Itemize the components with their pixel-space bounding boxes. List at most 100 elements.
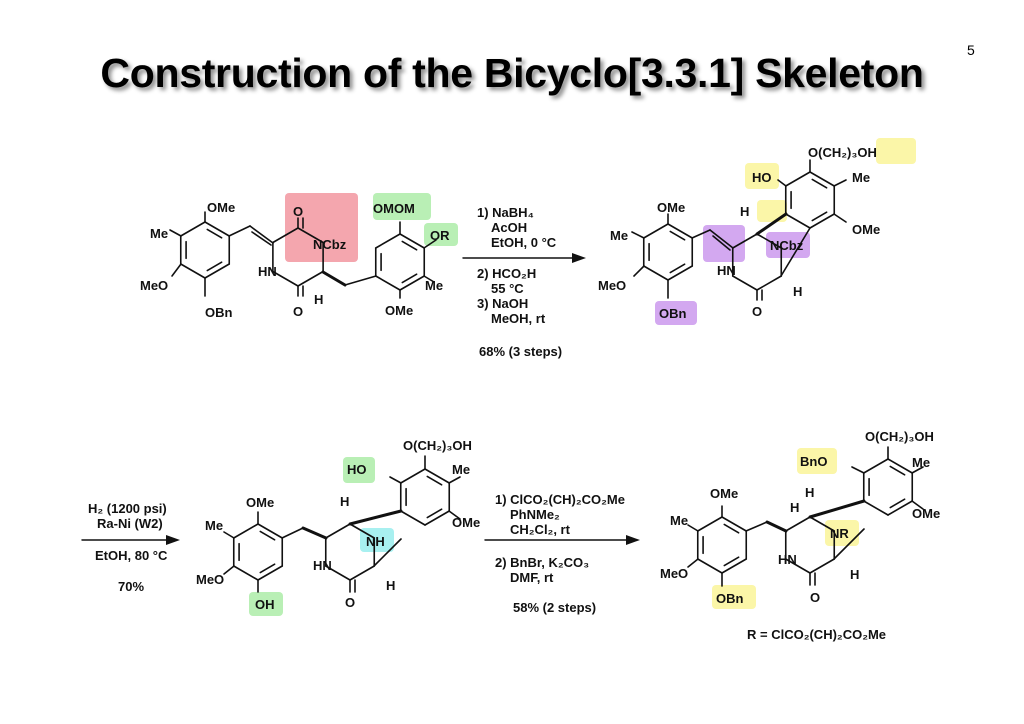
- ring-bond: [784, 171, 811, 187]
- ring-bond: [424, 510, 451, 526]
- compound3-label: O: [345, 595, 355, 610]
- compound4-label: OBn: [716, 591, 744, 606]
- highlight-oh-3: [249, 592, 283, 616]
- compound3-label: OMe: [246, 495, 274, 510]
- ring-bond: [399, 510, 426, 526]
- highlight-dkp-carbonyl: [285, 193, 358, 262]
- aromatic-double-bond: [669, 263, 686, 274]
- bond: [249, 225, 274, 244]
- compound1-label: OR: [430, 228, 450, 243]
- bond: [348, 509, 403, 526]
- bond: [171, 263, 182, 277]
- step1-reagent: 3) NaOH: [477, 296, 528, 311]
- compound3-label: O(CH₂)₃OH: [403, 438, 472, 453]
- compound2-label: OMe: [657, 200, 685, 215]
- compound4-label: OMe: [710, 486, 738, 501]
- ring-bond: [756, 233, 783, 249]
- bond: [911, 466, 924, 474]
- compound2-label: HN: [717, 263, 736, 278]
- ring-bond: [399, 275, 426, 291]
- aromatic-double-bond: [401, 240, 418, 251]
- aromatic-double-bond: [889, 465, 906, 476]
- step2-yield: 70%: [118, 579, 144, 594]
- ring-bond: [731, 233, 758, 249]
- ring-bond: [809, 171, 836, 187]
- ring-bond: [257, 565, 284, 581]
- aromatic-double-bond: [723, 523, 740, 534]
- step3-reagent: 1) ClCO₂(CH)₂CO₂Me: [495, 492, 625, 507]
- ring-bond: [399, 233, 426, 249]
- compound2-label: OBn: [659, 306, 687, 321]
- arrow-step2-head: [166, 535, 180, 545]
- compound3-label: HO: [347, 462, 367, 477]
- step3-reagent: CH₂Cl₂, rt: [510, 522, 571, 537]
- compound1-label: H: [314, 292, 323, 307]
- compound4-label: H: [805, 485, 814, 500]
- ring-bond: [204, 263, 231, 279]
- compound3-label: Me: [205, 518, 223, 533]
- compound4-label: MeO: [660, 566, 688, 581]
- ring-bond: [862, 500, 889, 516]
- ring-bond: [696, 516, 723, 532]
- compound1-label: Me: [150, 226, 168, 241]
- aromatic-double-bond: [206, 228, 223, 239]
- ring-bond: [721, 516, 748, 532]
- compound3-label: H: [386, 578, 395, 593]
- aromatic-double-bond: [889, 498, 906, 509]
- ring-bond: [809, 213, 836, 229]
- aromatic-double-bond: [401, 273, 418, 284]
- ring-bond: [179, 221, 206, 237]
- compound1-label: MeO: [140, 278, 168, 293]
- bond: [691, 229, 711, 239]
- compound1-label: NCbz: [313, 237, 347, 252]
- bond: [423, 275, 435, 283]
- step1-yield: 68% (3 steps): [479, 344, 562, 359]
- ring-bond: [667, 265, 694, 281]
- compound1-label: O: [293, 304, 303, 319]
- bond: [251, 231, 272, 246]
- compound2-label: NCbz: [770, 238, 804, 253]
- bond: [389, 476, 402, 484]
- ring-bond: [257, 523, 284, 539]
- compound1-label: HN: [258, 264, 277, 279]
- ring-bond: [887, 500, 914, 516]
- bond: [423, 239, 437, 249]
- bond: [301, 526, 328, 540]
- bond: [765, 520, 788, 533]
- highlight-omom: [373, 193, 431, 220]
- bond: [780, 227, 811, 277]
- compound3-label: MeO: [196, 572, 224, 587]
- bond: [687, 558, 699, 568]
- compound3-label: OH: [255, 597, 275, 612]
- bond: [911, 500, 924, 510]
- ring-bond: [784, 213, 811, 229]
- bond: [448, 510, 461, 520]
- aromatic-double-bond: [811, 178, 828, 189]
- ring-bond: [349, 523, 376, 539]
- ring-bond: [721, 558, 748, 574]
- highlight-hydroxypropyl: [876, 138, 916, 164]
- compound1-label: OMOM: [373, 201, 415, 216]
- compound4-label: HN: [778, 552, 797, 567]
- step2-reagent: Ra-Ni (W2): [97, 516, 163, 531]
- ring-bond: [424, 468, 451, 484]
- ring-bond: [272, 227, 299, 244]
- compound4-label: OMe: [912, 506, 940, 521]
- ring-bond: [642, 265, 669, 281]
- ring-bond: [756, 275, 783, 291]
- bond: [223, 531, 235, 539]
- highlight-ncbz: [766, 232, 810, 258]
- step3-reagent: PhNMe₂: [510, 507, 560, 522]
- aromatic-double-bond: [811, 211, 828, 222]
- ring-bond: [809, 558, 836, 574]
- reaction-arrows: [166, 253, 640, 545]
- ring-bond: [204, 221, 231, 237]
- bond: [633, 265, 645, 277]
- ring-bond: [784, 558, 811, 574]
- aromatic-double-bond: [669, 230, 686, 241]
- ring-bond: [374, 233, 401, 249]
- aromatic-double-bond: [206, 261, 223, 272]
- bond: [373, 538, 402, 567]
- bond: [687, 524, 699, 532]
